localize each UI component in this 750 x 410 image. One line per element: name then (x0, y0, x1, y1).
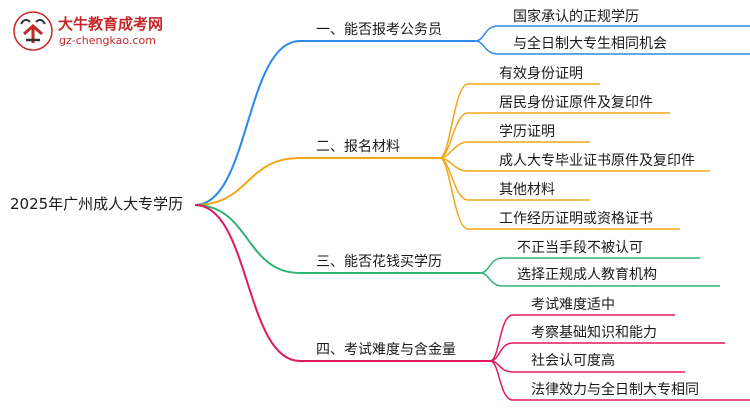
leaf-node[interactable]: 社会认可度高 (531, 353, 615, 369)
branch-connector (194, 40, 301, 206)
leaf-node[interactable]: 与全日制大专生相同机会 (513, 36, 667, 52)
child-connector (439, 83, 469, 159)
child-connector (439, 157, 469, 230)
leaf-node[interactable]: 法律效力与全日制大专相同 (531, 382, 699, 398)
brand-name[interactable]: 大牛教育成考网 (58, 15, 164, 33)
branch-connector (194, 204, 301, 362)
leaf-node[interactable]: 居民身份证原件及复印件 (499, 95, 653, 111)
branch-connector (194, 204, 301, 274)
brand-url[interactable]: gz-chengkao.com (59, 34, 156, 47)
child-connector (489, 360, 514, 401)
leaf-node[interactable]: 工作经历证明或资格证书 (499, 211, 653, 227)
branch-node[interactable]: 四、考试难度与含金量 (316, 342, 456, 358)
branch-node[interactable]: 一、能否报考公务员 (316, 22, 442, 38)
child-connector (439, 141, 469, 159)
leaf-node[interactable]: 成人大专毕业证书原件及复印件 (499, 153, 695, 169)
child-connector (439, 112, 469, 159)
branch-node[interactable]: 三、能否花钱买学历 (316, 254, 442, 270)
leaf-node[interactable]: 考察基础知识和能力 (531, 325, 657, 341)
leaf-node[interactable]: 其他材料 (499, 182, 555, 198)
bull-logo-icon (13, 11, 53, 51)
child-connector (474, 25, 499, 42)
leaf-node[interactable]: 选择正规成人教育机构 (517, 267, 657, 283)
child-connector (474, 40, 499, 55)
child-connector (479, 257, 504, 274)
child-connector (489, 342, 514, 362)
branch-connector (194, 157, 301, 206)
child-connector (489, 314, 514, 362)
root-node[interactable]: 2025年广州成人大专学历 (10, 195, 184, 213)
child-connector (479, 272, 504, 287)
leaf-node[interactable]: 有效身份证明 (499, 66, 583, 82)
leaf-node[interactable]: 学历证明 (499, 124, 555, 140)
leaf-node[interactable]: 考试难度适中 (531, 297, 615, 313)
branch-node[interactable]: 二、报名材料 (316, 139, 400, 155)
brand-logo: 大牛教育成考网 gz-chengkao.com (12, 10, 182, 54)
leaf-node[interactable]: 不正当手段不被认可 (517, 240, 643, 256)
leaf-node[interactable]: 国家承认的正规学历 (513, 9, 639, 25)
